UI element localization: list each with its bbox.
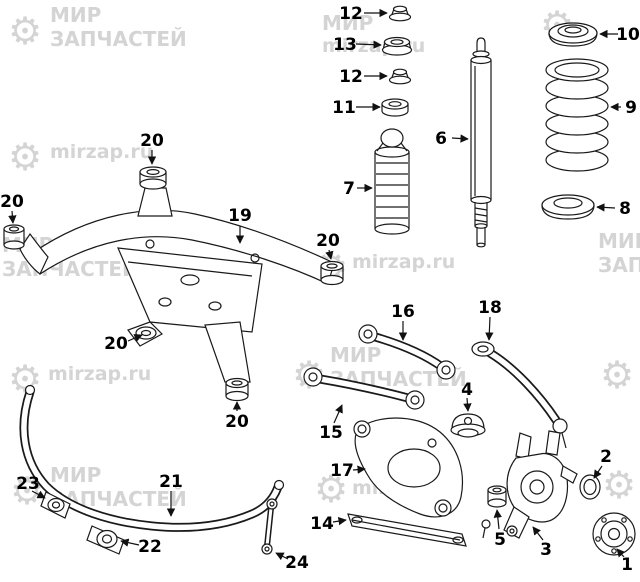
wheel-carrier-drawing bbox=[503, 430, 578, 539]
callout-6: 6 bbox=[435, 129, 447, 149]
arrow-13 bbox=[355, 40, 382, 49]
callout-5: 5 bbox=[494, 530, 506, 550]
arrow-18 bbox=[485, 316, 494, 341]
stabilizer-bushing-22-drawing bbox=[86, 525, 125, 555]
gear-icon: ⚙ bbox=[8, 9, 42, 53]
arrow-23 bbox=[31, 490, 46, 499]
strut-mount-small-upper-drawing bbox=[388, 5, 412, 22]
watermark-site: mirzap.ru bbox=[50, 141, 153, 163]
arrow-17 bbox=[352, 465, 366, 474]
support-cup-13-drawing bbox=[381, 36, 413, 56]
callout-4: 4 bbox=[461, 380, 473, 400]
watermark-brand-line1: МИР bbox=[330, 343, 381, 367]
callout-24: 24 bbox=[285, 553, 309, 573]
watermark-brand-line1: МИР bbox=[50, 3, 101, 27]
callout-18: 18 bbox=[478, 298, 502, 318]
callout-22: 22 bbox=[138, 537, 162, 557]
arrow-8 bbox=[596, 203, 616, 212]
control-arm-15-drawing bbox=[303, 367, 425, 410]
callout-20-top: 20 bbox=[140, 131, 164, 151]
stabilizer-bar-drawing bbox=[19, 384, 285, 532]
arrow-4 bbox=[463, 397, 472, 412]
callout-12-lower: 12 bbox=[339, 67, 363, 87]
callout-16: 16 bbox=[391, 302, 415, 322]
watermark-brand-line2: ЗАПЧАСТЕЙ bbox=[50, 27, 187, 51]
arrow-6 bbox=[451, 134, 469, 143]
callout-3: 3 bbox=[540, 540, 552, 560]
callout-8: 8 bbox=[619, 199, 631, 219]
watermark-brand-line2: ЗАПЧАСТЕЙ bbox=[598, 253, 640, 277]
watermark-site: mirzap.ru bbox=[48, 363, 151, 385]
arrow-22 bbox=[120, 538, 140, 547]
callout-11: 11 bbox=[332, 98, 356, 118]
arrow-15 bbox=[333, 404, 343, 424]
callout-13: 13 bbox=[333, 35, 357, 55]
arrow-3 bbox=[532, 526, 544, 541]
callout-10: 10 bbox=[616, 25, 640, 45]
arrow-20c bbox=[325, 249, 334, 260]
arrow-24 bbox=[275, 552, 289, 561]
watermark-brand-line1: МИР bbox=[322, 11, 373, 35]
gear-icon: ⚙ bbox=[8, 135, 42, 179]
callout-20-lower-left: 20 bbox=[104, 334, 128, 354]
callout-14: 14 bbox=[310, 514, 334, 534]
callout-17: 17 bbox=[330, 461, 354, 481]
callout-arrows bbox=[8, 8, 626, 561]
control-arm-18-drawing bbox=[471, 341, 568, 449]
gear-icon: ⚙ bbox=[602, 463, 636, 507]
callout-20-left: 20 bbox=[0, 192, 24, 212]
gear-icon: ⚙ bbox=[314, 467, 348, 511]
callout-9: 9 bbox=[625, 98, 637, 118]
lower-spring-pad-drawing bbox=[541, 194, 595, 220]
watermark-brand-line2: ЗАПЧАСТЕЙ bbox=[2, 257, 139, 281]
shock-absorber-drawing bbox=[470, 37, 492, 248]
callout-labels: 12 13 12 11 7 6 10 9 8 20 20 19 20 20 20… bbox=[0, 4, 640, 575]
arrow-20d bbox=[127, 334, 143, 342]
callout-20-bottom: 20 bbox=[225, 412, 249, 432]
strut-mount-small-lower-drawing bbox=[388, 68, 412, 85]
upper-spring-pad-drawing bbox=[548, 22, 598, 47]
callout-23: 23 bbox=[16, 474, 40, 494]
arrow-5 bbox=[493, 509, 502, 530]
watermark-brand-line1: МИР bbox=[598, 229, 640, 253]
arrow-2 bbox=[593, 465, 603, 479]
lower-control-arm-17-drawing bbox=[353, 417, 464, 518]
bump-stop-11-drawing bbox=[381, 98, 409, 117]
callout-2: 2 bbox=[600, 447, 612, 467]
callout-1: 1 bbox=[621, 555, 633, 575]
callout-20-right: 20 bbox=[316, 231, 340, 251]
callout-21: 21 bbox=[159, 472, 183, 492]
callout-12-upper: 12 bbox=[339, 4, 363, 24]
wheel-hub-drawing bbox=[592, 512, 636, 556]
coil-spring-drawing bbox=[545, 58, 609, 172]
arrow-20b bbox=[8, 210, 17, 224]
watermark-brand-line1: МИР bbox=[50, 463, 101, 487]
callout-7: 7 bbox=[343, 179, 355, 199]
subframe-drawing bbox=[3, 166, 344, 402]
bushing-5-drawing bbox=[481, 485, 507, 539]
stabilizer-clamp-23-drawing bbox=[40, 491, 71, 519]
mount-4-drawing bbox=[450, 413, 486, 438]
arrow-1 bbox=[616, 548, 626, 558]
gear-icon: ⚙ bbox=[600, 353, 634, 397]
stabilizer-link-24-drawing bbox=[261, 498, 278, 555]
dust-boot-drawing bbox=[374, 128, 410, 235]
seal-ring-drawing bbox=[579, 474, 601, 500]
track-rod-14-drawing bbox=[347, 513, 467, 547]
callout-19: 19 bbox=[228, 206, 252, 226]
watermark-site: mirzap.ru bbox=[352, 251, 455, 273]
control-arm-16-drawing bbox=[358, 324, 456, 380]
arrow-14 bbox=[332, 516, 347, 526]
callout-15: 15 bbox=[319, 423, 343, 443]
